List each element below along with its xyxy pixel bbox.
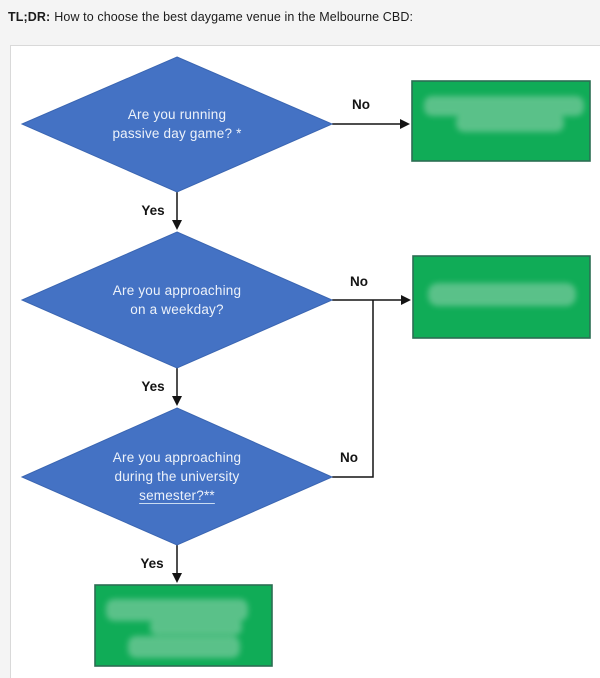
decision-line: Are you approaching	[112, 450, 242, 465]
decision-line: during the university	[114, 469, 240, 484]
decision-text-semester: Are you approaching during the universit…	[77, 448, 277, 505]
label-no-2: No	[350, 274, 368, 289]
label-no-1: No	[352, 97, 370, 112]
decision-line: Are you running	[127, 107, 227, 122]
decision-text-weekday: Are you approaching on a weekday?	[77, 281, 277, 319]
decision-line: Are you approaching	[112, 283, 242, 298]
decision-line: passive day game? *	[112, 126, 242, 141]
redacted-line	[106, 599, 248, 621]
redacted-line	[424, 96, 584, 116]
decision-diamond-weekday	[20, 231, 334, 369]
decision-diamond-semester	[20, 407, 334, 546]
label-yes-2: Yes	[141, 379, 165, 394]
label-yes-1: Yes	[141, 203, 165, 218]
decision-text-passive-game: Are you running passive day game? *	[77, 105, 277, 143]
title-text: How to choose the best daygame venue in …	[54, 10, 414, 24]
decision-line-underlined: semester?**	[139, 488, 215, 503]
redacted-text-smudges	[106, 96, 584, 658]
connector-no-merge	[332, 300, 374, 478]
page-title: TL;DR:How to choose the best daygame ven…	[8, 10, 592, 24]
decision-line: on a weekday?	[130, 302, 224, 317]
redacted-line	[150, 619, 242, 635]
label-yes-3: Yes	[140, 556, 164, 571]
tldr-prefix: TL;DR:	[8, 10, 51, 24]
redacted-line	[128, 636, 240, 658]
redacted-line	[428, 283, 576, 306]
label-no-3: No	[340, 450, 358, 465]
redacted-line	[456, 114, 564, 132]
decision-diamond-passive-game	[20, 56, 334, 193]
